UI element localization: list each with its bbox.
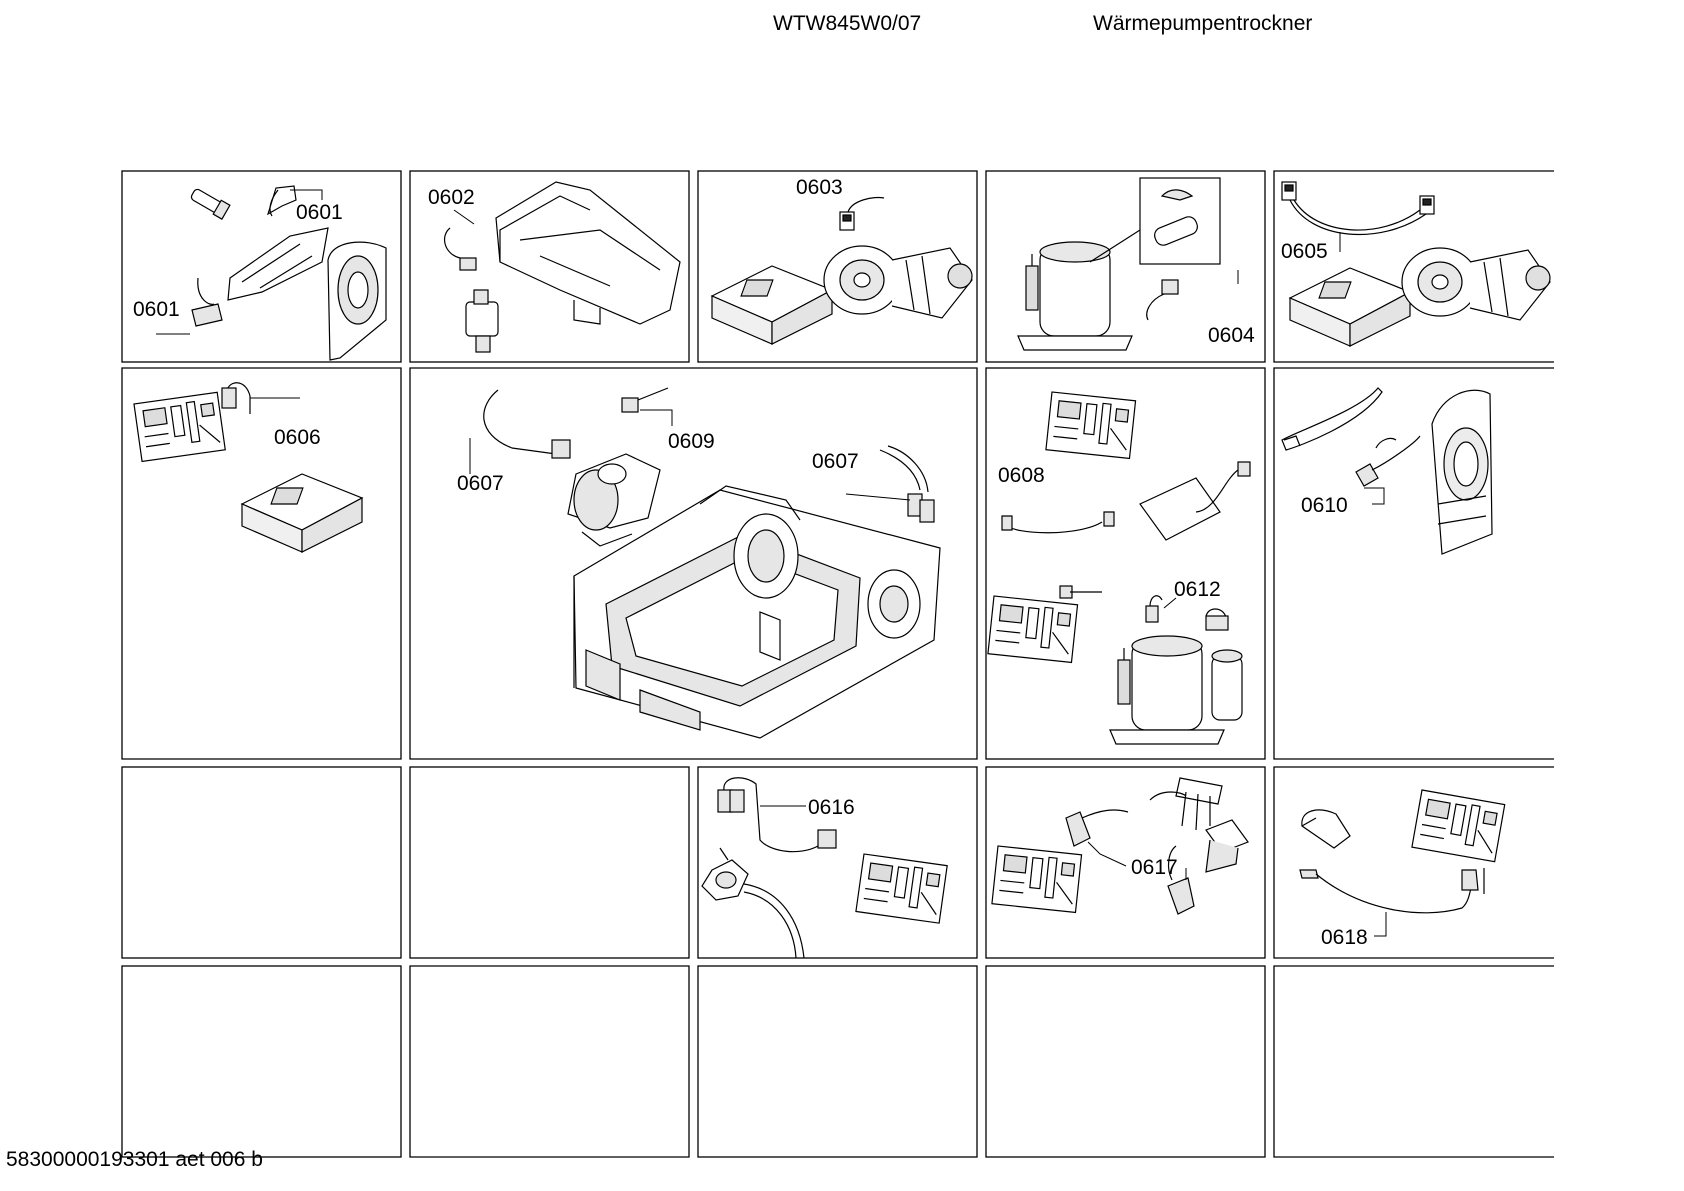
callout-0616: 0616 (808, 796, 855, 819)
callout-0605: 0605 (1281, 240, 1328, 263)
callout-0609: 0609 (668, 430, 715, 453)
header-model-number: WTW845W0/07 (773, 12, 922, 35)
callout-0610: 0610 (1301, 494, 1348, 517)
header-appliance-description: Wärmepumpentrockner (1093, 12, 1313, 35)
grid-frames (121, 170, 1554, 1158)
cell-0606-parts (133, 382, 363, 553)
cell-0603-parts (711, 196, 973, 345)
callout-0601-top: 0601 (296, 201, 343, 224)
callout-0602: 0602 (428, 186, 475, 209)
cell-0616-parts (701, 777, 948, 959)
cell-0618-parts (1299, 789, 1506, 914)
cell-0604-parts (1017, 177, 1221, 351)
callout-0612: 0612 (1174, 578, 1221, 601)
cell-0617-parts (991, 777, 1249, 915)
callout-0603: 0603 (796, 176, 843, 199)
cell-0601-parts (190, 185, 387, 361)
footer-document-id: 58300000193301 aet 006 b (6, 1148, 263, 1171)
cell-0607-chassis-parts (483, 387, 941, 739)
cell-0608-0612-parts (987, 391, 1251, 745)
callout-0607-chassis: 0607 (812, 450, 859, 473)
cell-0610-parts (1281, 387, 1493, 555)
callout-0606: 0606 (274, 426, 321, 449)
callout-0618: 0618 (1321, 926, 1368, 949)
callout-0608: 0608 (998, 464, 1045, 487)
callout-0601-bottom: 0601 (133, 298, 180, 321)
callout-0604: 0604 (1208, 324, 1255, 347)
cell-0602-parts (443, 181, 681, 353)
callout-0617: 0617 (1131, 856, 1178, 879)
cell-0605-parts (1281, 181, 1551, 347)
callout-0607-cable: 0607 (457, 472, 504, 495)
